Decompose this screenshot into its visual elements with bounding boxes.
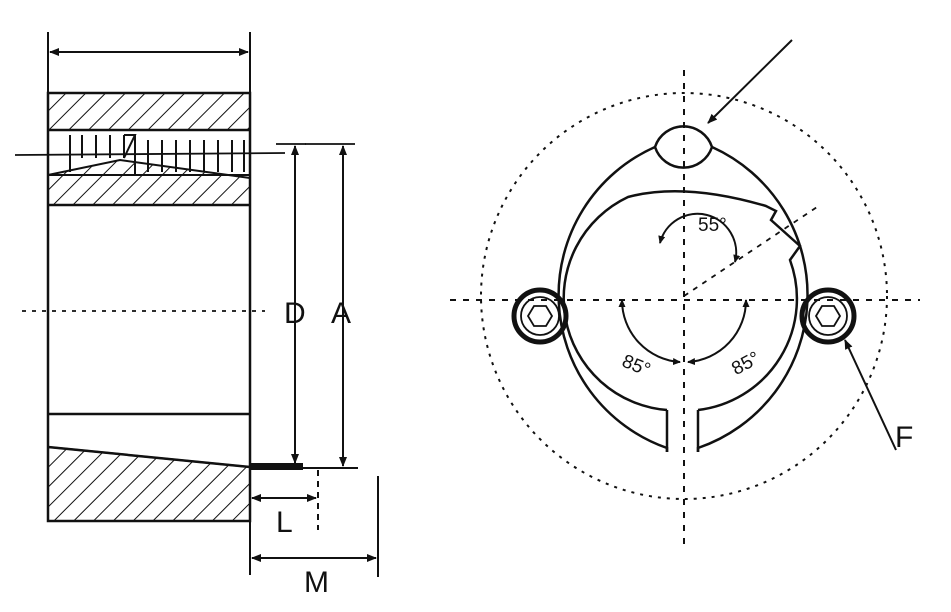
right-screw-hole — [799, 287, 857, 345]
bore-with-keyway — [562, 190, 802, 412]
angle-label-85-left: 85° — [619, 351, 654, 381]
key-angle-line — [683, 204, 821, 297]
angle-arc-85-right — [687, 299, 750, 366]
screw-axis-line — [14, 152, 286, 156]
angle-label-85-right: 85° — [728, 348, 763, 380]
angle-arc-85-left — [618, 299, 681, 366]
label-l: L — [276, 506, 293, 539]
angle-label-55: 55° — [698, 215, 727, 236]
label-d: D — [284, 297, 306, 330]
outer-dotted-circle — [480, 92, 888, 500]
label-m: M — [304, 566, 329, 599]
flange-outline — [557, 145, 809, 452]
top-hatch-section — [47, 92, 251, 131]
front-view — [450, 39, 920, 550]
top-hole-leader — [707, 39, 793, 124]
hex-socket-icon — [814, 305, 842, 327]
left-screw-hole — [511, 287, 569, 345]
hex-socket-icon — [526, 305, 554, 327]
f-leader — [844, 339, 897, 451]
label-f: F — [895, 421, 913, 454]
top-half-hole — [653, 125, 714, 148]
taper-hatch-section — [47, 158, 251, 206]
label-a: A — [331, 297, 351, 330]
side-view — [14, 32, 379, 577]
angle-arc-55 — [658, 212, 741, 263]
